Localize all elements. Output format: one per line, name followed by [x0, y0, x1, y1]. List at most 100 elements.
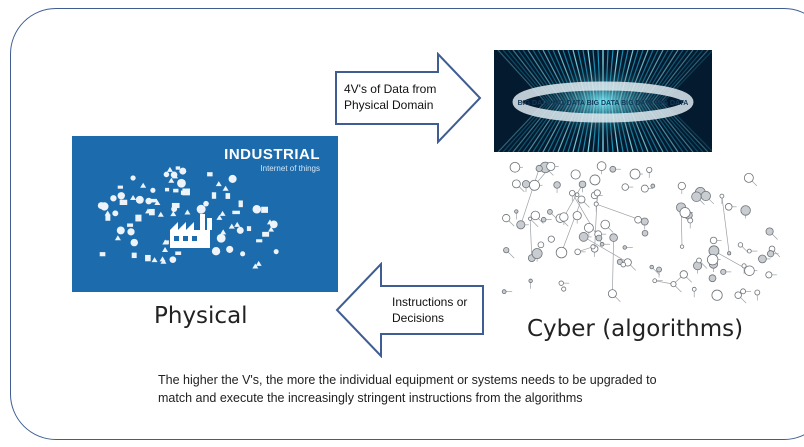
- iot-glyph-icon: [216, 233, 226, 243]
- iot-glyph-icon: [157, 211, 164, 217]
- iot-glyph-icon: [232, 210, 240, 215]
- iot-glyph-icon: [273, 249, 279, 255]
- iot-glyph-icon: [112, 210, 119, 217]
- graph-node: [584, 222, 594, 233]
- iot-glyph-icon: [164, 187, 170, 192]
- graph-node: [593, 201, 599, 207]
- iot-glyph-icon: [225, 193, 231, 199]
- graph-node: [709, 236, 718, 245]
- big-data-ring: BIG DATA BIG DATA BIG DATA BIG DATA BIG …: [497, 50, 712, 152]
- iot-glyph-icon: [256, 239, 263, 243]
- graph-edge: [563, 184, 583, 218]
- iot-glyph-icon: [211, 192, 217, 199]
- graph-node: [679, 244, 685, 249]
- big-data-ring-text: BIG DATA BIG DATA BIG DATA BIG DATA BIG …: [518, 100, 689, 107]
- graph-node: [649, 264, 654, 270]
- iot-glyph-icon: [182, 188, 190, 196]
- graph-node: [531, 248, 543, 260]
- iot-glyph-icon: [169, 256, 177, 263]
- graph-node: [740, 205, 751, 216]
- iot-glyph-icon: [168, 177, 175, 183]
- iot-glyph-icon: [104, 210, 111, 216]
- iot-glyph-icon: [114, 235, 121, 241]
- graph-node: [641, 229, 649, 237]
- iot-glyph-icon: [162, 246, 169, 252]
- iot-glyph-icon: [175, 166, 181, 170]
- graph-node: [765, 227, 774, 236]
- graph-node: [595, 234, 603, 242]
- iot-glyph-icon: [162, 239, 169, 245]
- caption-line-2: match and execute the increasingly strin…: [158, 391, 583, 405]
- iot-glyph-icon: [261, 206, 269, 213]
- graph-node: [640, 217, 649, 226]
- iot-glyph-icon: [228, 223, 235, 229]
- graph-edge: [520, 168, 540, 225]
- graph-node: [514, 209, 519, 214]
- iot-glyph-icon: [154, 199, 161, 205]
- graph-node: [528, 278, 533, 283]
- graph-node: [741, 263, 747, 269]
- graph-node: [537, 241, 545, 249]
- iot-glyph-icon: [269, 220, 278, 229]
- iot-glyph-icon: [215, 181, 222, 187]
- graph-node: [535, 164, 543, 173]
- graph-node: [727, 251, 732, 256]
- graph-edge: [583, 236, 628, 263]
- graph-node: [509, 161, 521, 173]
- graph-node: [622, 245, 627, 250]
- cyber-label: Cyber (algorithms): [527, 316, 744, 342]
- graph-node: [640, 184, 649, 193]
- iot-glyph-icon: [145, 208, 152, 214]
- arrow-to-physical-line-2: Decisions: [392, 311, 445, 325]
- algorithm-graph-image: [498, 158, 781, 304]
- industrial-iot-image: INDUSTRIAL Internet of things: [72, 136, 338, 292]
- graph-node: [521, 180, 531, 189]
- arrow-to-cyber: [335, 52, 482, 144]
- graph-node: [711, 289, 723, 301]
- graph-node: [620, 261, 626, 268]
- iot-glyph-icon: [220, 229, 227, 235]
- iot-glyph-icon: [238, 200, 243, 208]
- graph-node: [555, 246, 568, 259]
- iot-glyph-icon: [184, 209, 191, 215]
- iot-glyph-icon: [170, 211, 177, 217]
- iot-glyph-icon: [119, 199, 128, 206]
- graph-node: [589, 174, 601, 186]
- arrow-to-physical: [335, 262, 484, 358]
- graph-node: [516, 220, 526, 230]
- graph-node: [547, 235, 555, 243]
- graph-node: [650, 183, 656, 189]
- arrow-to-cyber-line-2: Physical Domain: [344, 98, 434, 112]
- graph-node: [743, 172, 754, 183]
- iot-glyph-icon: [150, 198, 157, 203]
- graph-node: [578, 232, 589, 242]
- graph-node: [530, 210, 541, 221]
- graph-node: [577, 195, 586, 204]
- graph-node: [670, 281, 677, 288]
- graph-node: [691, 191, 702, 202]
- graph-node: [502, 214, 511, 223]
- iot-glyph-icon: [145, 197, 153, 205]
- iot-glyph-icon: [117, 185, 123, 189]
- iot-glyph-icon: [131, 252, 137, 259]
- graph-node: [561, 286, 567, 292]
- graph-node: [540, 216, 547, 223]
- graph-node: [574, 248, 581, 256]
- iot-glyph-icon: [252, 204, 262, 214]
- graph-node: [609, 165, 617, 173]
- graph-node: [719, 193, 725, 199]
- iot-glyph-icon: [105, 214, 111, 221]
- iot-glyph-icon: [110, 195, 117, 202]
- graph-node: [558, 280, 564, 286]
- caption: The higher the V's, the more the individ…: [158, 371, 758, 407]
- graph-edge: [561, 199, 582, 253]
- iot-glyph-icon: [166, 166, 173, 172]
- iot-glyph-icon: [246, 226, 252, 232]
- graph-node: [679, 270, 688, 279]
- graph-node: [767, 250, 775, 258]
- graph-node: [511, 179, 521, 189]
- industrial-subtitle: Internet of things: [260, 164, 320, 173]
- rounded-frame: [10, 8, 804, 440]
- iot-glyph-icon: [99, 252, 106, 257]
